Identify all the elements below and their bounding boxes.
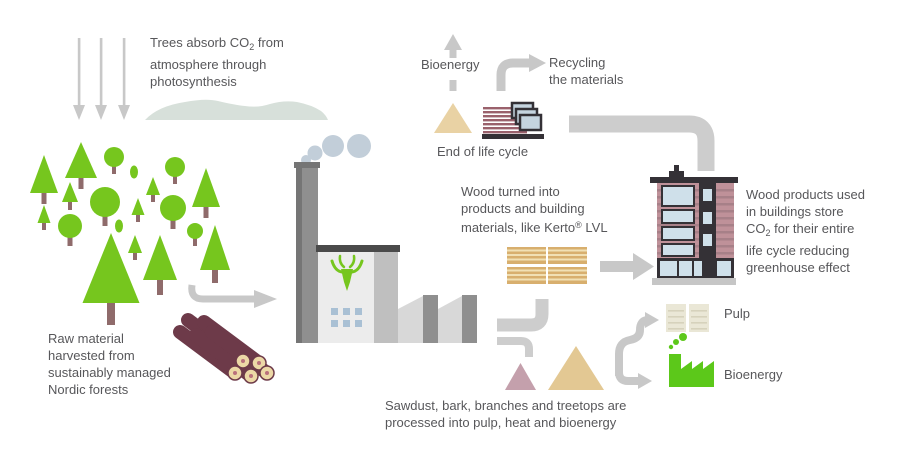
text-line: Wood products used bbox=[746, 187, 865, 202]
label-sawdust: Sawdust, bark, branches and treetops are… bbox=[385, 397, 626, 431]
logs-icon bbox=[173, 313, 275, 384]
pulp-bales-icon bbox=[666, 304, 709, 332]
text-line: Bioenergy bbox=[724, 367, 783, 382]
recycling-arrow-icon bbox=[496, 54, 546, 91]
label-recycling: Recycling the materials bbox=[549, 54, 623, 88]
smoke-icon bbox=[301, 134, 371, 165]
label-absorb: Trees absorb CO2 from atmosphere through… bbox=[150, 34, 284, 90]
harvest-arrow-icon bbox=[188, 284, 277, 308]
building-windows bbox=[661, 185, 695, 257]
text-line: Sawdust, bark, branches and treetops are bbox=[385, 398, 627, 413]
text-line: CO2 for their entire bbox=[746, 221, 855, 238]
text-line: greenhouse effect bbox=[746, 260, 850, 275]
text-line: life cycle reducing bbox=[746, 243, 850, 258]
co2-arrows-icon bbox=[73, 38, 130, 120]
apartment-building-icon bbox=[650, 165, 738, 285]
text-line: processed into pulp, heat and bioenergy bbox=[385, 415, 617, 430]
text-line: the materials bbox=[549, 72, 624, 87]
bioenergy-up-arrow-icon bbox=[444, 34, 462, 91]
products-arrow-icon bbox=[600, 253, 654, 280]
end-of-life-icons bbox=[434, 101, 544, 139]
forest-icon bbox=[30, 142, 230, 325]
text-line: materials, like Kerto® LVL bbox=[461, 220, 608, 235]
text-line: sustainably managed bbox=[48, 365, 171, 380]
label-bioenergy-bottom: Bioenergy bbox=[724, 366, 783, 383]
return-pipe-icon bbox=[569, 115, 715, 171]
end-of-life-base bbox=[482, 134, 544, 139]
text-line: photosynthesis bbox=[150, 74, 237, 89]
label-pulp: Pulp bbox=[724, 305, 750, 322]
sawdust-pile-large-icon bbox=[548, 346, 604, 390]
text-line: Nordic forests bbox=[48, 382, 129, 397]
pulp-arrow-icon bbox=[615, 312, 659, 376]
lumber-stack-icon bbox=[483, 107, 532, 134]
text-line: harvested from bbox=[48, 348, 135, 363]
end-of-life-triangle-icon bbox=[434, 103, 472, 133]
text-line: Bioenergy bbox=[421, 57, 480, 72]
byproduct-pipes-icon bbox=[497, 299, 549, 357]
text-line: End of life cycle bbox=[437, 144, 529, 159]
label-wood-turned: Wood turned into products and building m… bbox=[461, 183, 608, 236]
text-line: products and building bbox=[461, 201, 585, 216]
label-bioenergy-top: Bioenergy bbox=[421, 56, 480, 73]
factory-icon bbox=[294, 134, 477, 343]
text-line: atmosphere through bbox=[150, 57, 267, 72]
text-line: Raw material bbox=[48, 331, 124, 346]
kerto-planks-icon bbox=[507, 247, 587, 284]
text-line: Trees absorb CO2 from bbox=[150, 35, 284, 52]
bioenergy-arrow-icon bbox=[615, 371, 652, 389]
text-line: Recycling bbox=[549, 55, 606, 70]
sawdust-pile-small-icon bbox=[505, 363, 536, 390]
panel-stack-icon bbox=[510, 101, 543, 132]
moose-logo-icon bbox=[330, 254, 364, 291]
bioenergy-plant-icon bbox=[668, 333, 714, 387]
factory-windows bbox=[331, 308, 362, 327]
text-line: Wood turned into bbox=[461, 184, 560, 199]
label-wood-products: Wood products used in buildings store CO… bbox=[746, 186, 865, 276]
text-line: Pulp bbox=[724, 306, 751, 321]
label-end-of-life: End of life cycle bbox=[437, 143, 528, 160]
text-line: in buildings store bbox=[746, 204, 844, 219]
atmosphere-hill-icon bbox=[145, 99, 328, 120]
label-raw-material: Raw material harvested from sustainably … bbox=[48, 330, 171, 398]
